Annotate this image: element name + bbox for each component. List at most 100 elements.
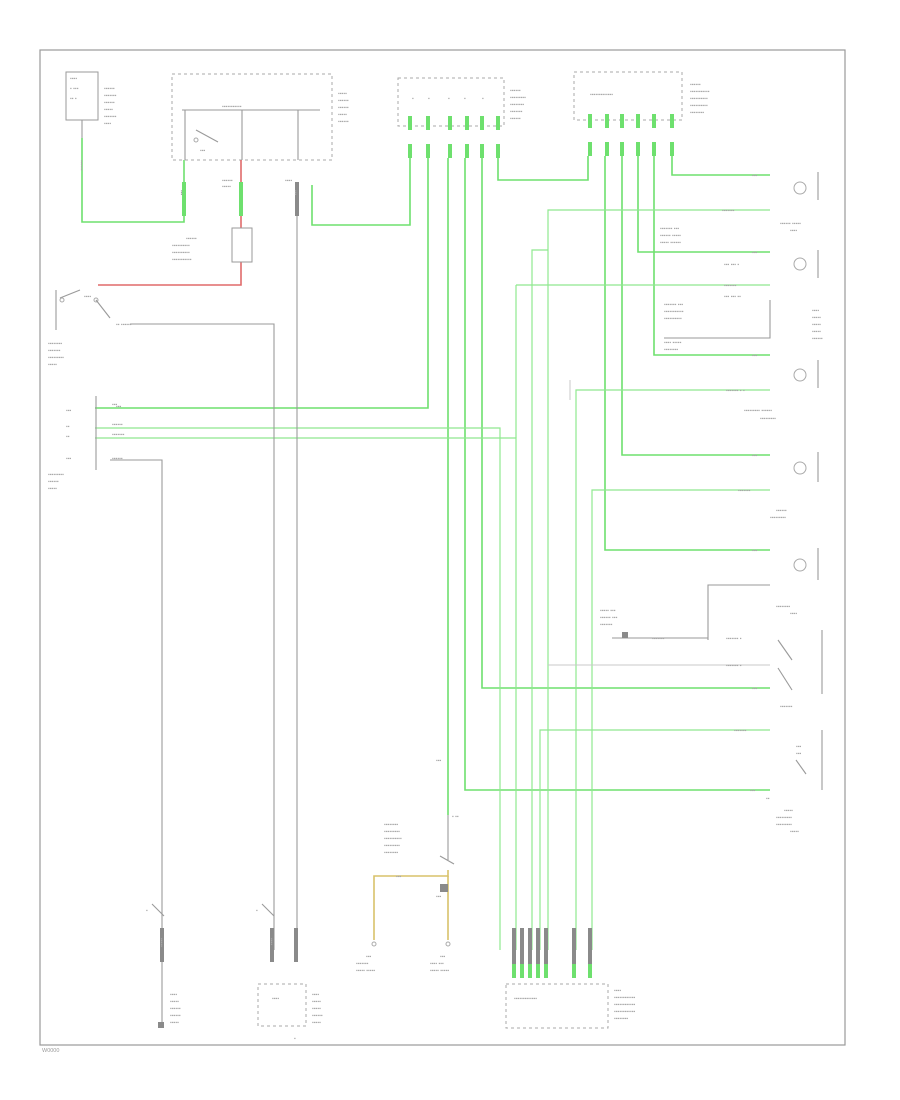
svg-text:▪▪▪: ▪▪▪ (752, 173, 758, 179)
svg-text:▪▪▪▪▪: ▪▪▪▪▪ (48, 362, 57, 368)
combination-switch: ▪▪▪ ▪▪ ▪▪ ▪▪▪ ▪▪▪ ▪▪▪▪▪▪ ▪▪▪▪▪▪▪ ▪▪▪▪▪▪ … (48, 396, 125, 492)
svg-text:▪▪▪▪: ▪▪▪▪ (790, 228, 797, 234)
svg-text:▪▪▪▪▪ ▪▪▪▪▪: ▪▪▪▪▪ ▪▪▪▪▪ (356, 968, 375, 974)
svg-text:▪▪▪: ▪▪▪ (66, 408, 72, 414)
svg-text:▪▪▪▪: ▪▪▪▪ (170, 992, 177, 998)
wire-tags-right: ▪▪▪ ▪▪▪ ▪▪▪▪▪▪▪ ▪▪▪ ▪▪▪ ▪▪▪▪▪▪▪ ▪▪▪ ▪▪▪ … (116, 173, 758, 794)
svg-text:▪▪▪▪: ▪▪▪▪ (285, 178, 292, 184)
svg-text:▪▪▪▪▪: ▪▪▪▪▪ (48, 486, 57, 492)
svg-text:▪▪▪: ▪▪▪ (112, 402, 118, 408)
svg-text:▪▪▪ ▪▪▪ ▪: ▪▪▪ ▪▪▪ ▪ (724, 262, 739, 268)
svg-text:▪▪▪▪▪▪▪▪▪▪▪▪▪: ▪▪▪▪▪▪▪▪▪▪▪▪▪ (590, 92, 613, 98)
svg-text:▪▪▪▪▪▪▪▪▪▪: ▪▪▪▪▪▪▪▪▪▪ (664, 316, 682, 322)
svg-text:▪▪▪▪▪▪▪▪: ▪▪▪▪▪▪▪▪ (384, 850, 398, 856)
svg-text:▪▪▪▪▪: ▪▪▪▪▪ (170, 1020, 179, 1026)
svg-text:▪▪▪▪▪▪▪ ▪ ▪: ▪▪▪▪▪▪▪ ▪ ▪ (726, 388, 745, 394)
svg-text:▪▪▪▪▪▪▪▪▪ ▪▪▪▪▪▪: ▪▪▪▪▪▪▪▪▪ ▪▪▪▪▪▪ (744, 408, 772, 414)
svg-text:▪▪▪▪▪: ▪▪▪▪▪ (312, 1006, 321, 1012)
svg-text:▪▪▪▪▪: ▪▪▪▪▪ (812, 315, 821, 321)
svg-text:▪▪▪▪▪▪: ▪▪▪▪▪▪ (338, 105, 349, 111)
svg-text:▪▪▪▪▪▪▪▪▪▪▪: ▪▪▪▪▪▪▪▪▪▪▪ (172, 257, 192, 263)
svg-text:▪▪▪▪▪▪▪▪: ▪▪▪▪▪▪▪▪ (690, 110, 704, 116)
svg-text:▪▪▪▪▪▪▪▪: ▪▪▪▪▪▪▪▪ (614, 1016, 628, 1022)
svg-text:▪▪▪▪▪: ▪▪▪▪▪ (158, 938, 164, 947)
svg-text:▪▪▪▪▪▪▪▪▪▪: ▪▪▪▪▪▪▪▪▪▪ (172, 243, 190, 249)
svg-text:▪▪▪▪: ▪▪▪▪ (272, 996, 279, 1002)
svg-text:▪▪▪▪ ▪▪▪: ▪▪▪▪ ▪▪▪ (430, 961, 444, 967)
svg-text:▪▪▪▪▪▪▪▪: ▪▪▪▪▪▪▪▪ (384, 822, 398, 828)
svg-text:▪▪▪▪▪▪▪▪▪▪: ▪▪▪▪▪▪▪▪▪▪ (172, 250, 190, 256)
svg-text:▪▪▪▪▪▪: ▪▪▪▪▪▪ (776, 508, 787, 514)
svg-text:▪▪▪: ▪▪▪ (366, 954, 372, 960)
lamp-icon (793, 368, 807, 382)
door-switch-right: ▪ ▪▪▪▪ ▪▪▪▪ ▪▪▪▪▪ ▪▪▪▪▪ ▪▪▪▪▪▪ ▪▪▪▪▪ ▪ (256, 903, 323, 1042)
ground-junction: ▪▪▪ ▪▪▪▪▪▪▪▪ ▪▪▪▪▪▪▪▪▪ ▪▪▪▪▪▪▪▪▪▪ ▪▪▪▪▪▪… (356, 758, 459, 974)
plain-wires (110, 216, 770, 950)
fuse-block-top-left: ▪▪▪▪ ▪ ▪▪▪ ▪▪ ▪ ▪▪▪▪▪▪ ▪▪▪▪▪▪▪ ▪▪▪▪▪▪ ▪▪… (65, 71, 117, 138)
svg-text:▪▪▪▪▪▪▪ ▪: ▪▪▪▪▪▪▪ ▪ (726, 636, 742, 642)
svg-text:▪▪▪: ▪▪▪ (292, 190, 298, 196)
svg-text:▪▪▪: ▪▪▪ (396, 874, 402, 880)
svg-text:▪▪▪: ▪▪▪ (66, 456, 72, 462)
svg-text:▪▪▪: ▪▪▪ (752, 548, 758, 554)
connector-block-right: ▪▪▪▪▪▪▪▪▪▪▪▪▪ ▪▪▪▪▪▪ ▪▪▪▪▪▪▪▪▪▪▪ ▪▪▪▪▪▪▪… (573, 71, 710, 121)
svg-text:▪▪▪ ▪▪▪ ▪▪: ▪▪▪ ▪▪▪ ▪▪ (724, 294, 741, 300)
svg-text:▪▪▪▪: ▪▪▪▪ (614, 988, 621, 994)
svg-text:▪▪▪▪▪▪▪▪▪▪▪▪▪: ▪▪▪▪▪▪▪▪▪▪▪▪▪ (514, 996, 537, 1002)
svg-text:▪▪▪▪▪▪▪: ▪▪▪▪▪▪▪ (104, 93, 117, 99)
svg-text:▪▪▪▪▪: ▪▪▪▪▪ (222, 184, 231, 190)
svg-text:▪▪▪▪▪▪▪▪▪: ▪▪▪▪▪▪▪▪▪ (510, 95, 526, 101)
svg-text:▪▪▪: ▪▪▪ (752, 250, 758, 256)
svg-text:▪▪▪▪▪▪▪▪▪▪: ▪▪▪▪▪▪▪▪▪▪ (690, 96, 708, 102)
figure-id: W0000 (42, 1048, 59, 1054)
lamp-icon (793, 181, 807, 195)
svg-text:▪▪▪▪▪▪: ▪▪▪▪▪▪ (510, 116, 521, 122)
svg-text:▪▪▪▪▪ ▪▪▪: ▪▪▪▪▪ ▪▪▪ (600, 608, 616, 614)
svg-text:▪▪▪▪▪▪▪: ▪▪▪▪▪▪▪ (652, 636, 665, 642)
svg-text:▪▪▪▪▪: ▪▪▪▪▪ (338, 91, 347, 97)
svg-text:▪▪▪▪▪▪▪: ▪▪▪▪▪▪▪ (48, 348, 61, 354)
svg-text:▪ ▪▪▪: ▪ ▪▪▪ (70, 86, 79, 92)
svg-text:▪: ▪ (428, 96, 430, 102)
svg-text:▪▪▪▪▪▪: ▪▪▪▪▪▪ (112, 456, 123, 462)
svg-text:▪▪▪▪▪: ▪▪▪▪▪ (790, 829, 799, 835)
svg-text:▪▪: ▪▪ (66, 434, 70, 440)
svg-text:▪: ▪ (482, 96, 484, 102)
svg-text:▪▪▪▪▪▪▪▪▪▪▪: ▪▪▪▪▪▪▪▪▪▪▪ (222, 104, 242, 110)
svg-text:▪▪▪▪▪: ▪▪▪▪▪ (812, 329, 821, 335)
svg-text:▪▪▪▪▪▪▪▪▪▪: ▪▪▪▪▪▪▪▪▪▪ (690, 103, 708, 109)
svg-text:▪▪▪▪: ▪▪▪▪ (268, 938, 274, 945)
svg-text:▪▪▪▪▪▪: ▪▪▪▪▪▪ (48, 479, 59, 485)
svg-text:▪ ▪▪: ▪ ▪▪ (452, 814, 459, 820)
svg-text:▪▪▪▪: ▪▪▪▪ (790, 611, 797, 617)
svg-text:▪: ▪ (412, 96, 414, 102)
svg-text:▪▪▪▪▪▪: ▪▪▪▪▪▪ (312, 1013, 323, 1019)
svg-text:▪▪▪▪▪▪: ▪▪▪▪▪▪ (186, 236, 197, 242)
svg-text:▪▪▪▪▪▪ ▪▪▪▪▪: ▪▪▪▪▪▪ ▪▪▪▪▪ (660, 233, 681, 239)
svg-text:▪▪▪▪▪▪▪▪▪▪▪: ▪▪▪▪▪▪▪▪▪▪▪ (664, 309, 684, 315)
svg-text:▪▪▪▪▪▪▪▪: ▪▪▪▪▪▪▪▪ (48, 341, 62, 347)
svg-text:▪▪▪▪▪▪ ▪▪▪: ▪▪▪▪▪▪ ▪▪▪ (600, 615, 618, 621)
wire-tags-vertical: ▪▪▪▪▪▪ ▪▪▪▪▪ ▪▪▪▪ ▪▪▪ ▪▪▪ (78, 160, 298, 947)
svg-text:▪▪▪▪▪: ▪▪▪▪▪ (312, 999, 321, 1005)
svg-text:▪▪▪: ▪▪▪ (200, 148, 206, 154)
svg-text:▪▪▪: ▪▪▪ (796, 744, 802, 750)
svg-text:▪▪▪▪: ▪▪▪▪ (312, 992, 319, 998)
svg-text:▪▪: ▪▪ (66, 424, 70, 430)
svg-text:▪▪▪: ▪▪▪ (436, 758, 442, 764)
junction-block-top: ▪▪▪▪▪▪▪▪▪▪▪ ▪▪▪▪▪ ▪▪▪▪▪▪ ▪▪▪▪▪▪ ▪▪▪▪▪ ▪▪… (171, 73, 349, 190)
svg-text:▪▪▪: ▪▪▪ (178, 190, 184, 196)
svg-text:▪: ▪ (448, 96, 450, 102)
svg-text:▪: ▪ (464, 96, 466, 102)
svg-text:▪▪▪▪▪▪▪▪▪: ▪▪▪▪▪▪▪▪▪ (48, 355, 64, 361)
svg-text:▪: ▪ (146, 908, 148, 914)
signal-wires (81, 138, 770, 950)
svg-text:▪▪▪▪▪▪▪: ▪▪▪▪▪▪▪ (104, 114, 117, 120)
svg-text:▪▪▪▪▪▪▪▪▪: ▪▪▪▪▪▪▪▪▪ (776, 815, 792, 821)
svg-text:▪▪▪▪▪▪▪: ▪▪▪▪▪▪▪ (112, 432, 125, 438)
svg-text:▪▪▪▪▪▪▪: ▪▪▪▪▪▪▪ (510, 109, 523, 115)
svg-text:▪▪▪▪▪▪▪: ▪▪▪▪▪▪▪ (738, 488, 751, 494)
svg-text:▪▪▪▪▪▪▪▪▪▪: ▪▪▪▪▪▪▪▪▪▪ (384, 836, 402, 842)
svg-text:▪▪ ▪▪▪▪▪▪: ▪▪ ▪▪▪▪▪▪ (116, 322, 132, 328)
lamp-icon (793, 461, 807, 475)
